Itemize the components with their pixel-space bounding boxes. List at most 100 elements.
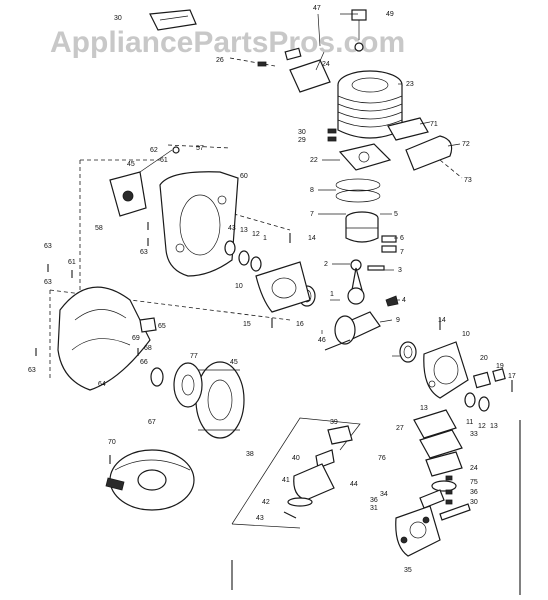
leader-lines (315, 13, 461, 357)
callout-73: 73 (464, 177, 472, 184)
bearing-18 (399, 341, 417, 363)
reed-plate-27-33 (413, 409, 463, 459)
callout-14: 14 (308, 235, 316, 242)
callout-57: 57 (196, 145, 204, 152)
carburetor-35 (395, 505, 441, 557)
starter-assembly-67 (105, 449, 195, 511)
callout-70: 70 (108, 439, 116, 446)
callout-14b: 14 (438, 317, 446, 324)
muffler-bracket (149, 9, 197, 31)
callout-2: 2 (324, 261, 328, 268)
callout-15: 15 (243, 321, 251, 328)
callout-20: 20 (480, 355, 488, 362)
callout-16: 16 (296, 321, 304, 328)
callout-61b: 61 (68, 259, 76, 266)
callout-12: 12 (478, 423, 486, 430)
exhaust-71-72 (387, 117, 463, 179)
callout-67: 67 (148, 419, 156, 426)
callout-34: 34 (380, 491, 388, 498)
callout-63: 63 (140, 249, 148, 256)
callout-24b: 24 (470, 465, 478, 472)
callout-49: 49 (386, 11, 394, 18)
callout-35: 35 (404, 567, 412, 574)
callout-69: 69 (132, 335, 140, 342)
callout-60: 60 (240, 173, 248, 180)
fan-housing-64 (57, 286, 151, 391)
callout-63c: 63 (44, 279, 52, 286)
screws-14-15 (271, 233, 291, 328)
callout-13: 13 (420, 405, 428, 412)
watermark-text: AppliancePartsPros.com (50, 26, 405, 59)
filter-assembly-38 (231, 417, 361, 529)
callout-44: 44 (350, 481, 358, 488)
callout-27: 27 (396, 425, 404, 432)
callout-38: 38 (246, 451, 254, 458)
callout-3: 3 (398, 267, 402, 274)
callout-19: 19 (496, 363, 504, 370)
callout-46: 46 (318, 337, 326, 344)
gasket-24 (284, 47, 331, 93)
callout-labels: 30 26 47 49 24 23 30 29 71 72 22 73 8 7 … (28, 5, 516, 574)
callout-64: 64 (98, 381, 106, 388)
callout-63b: 63 (44, 243, 52, 250)
callout-40: 40 (292, 455, 300, 462)
callout-23: 23 (406, 81, 414, 88)
callout-26: 26 (216, 57, 224, 64)
screw-26 (229, 57, 276, 67)
callout-39: 39 (330, 419, 338, 426)
callout-24: 24 (322, 61, 330, 68)
right-edge-line (231, 420, 521, 595)
callout-9: 9 (396, 317, 400, 324)
housing-60 (159, 171, 239, 277)
sleeves-43-13-12 (224, 240, 262, 272)
gasket-22 (338, 143, 392, 171)
callout-10: 10 (235, 283, 243, 290)
callout-47: 47 (313, 5, 321, 12)
spark-plug-top (351, 9, 367, 52)
callout-66: 66 (140, 359, 148, 366)
callout-45b: 45 (230, 359, 238, 366)
callout-42: 42 (262, 499, 270, 506)
callout-65: 65 (158, 323, 166, 330)
callout-1: 1 (330, 291, 334, 298)
dashed-guide-lines (49, 144, 291, 380)
callout-68: 68 (144, 345, 152, 352)
callout-11: 11 (466, 419, 473, 426)
callout-30c: 30 (470, 499, 478, 506)
callout-75: 75 (470, 479, 478, 486)
cylinder-23 (337, 70, 403, 139)
screws-29-30 (327, 128, 337, 142)
callout-6: 6 (400, 235, 404, 242)
screws-small-left (35, 222, 149, 464)
seal-parts-11-12-13 (439, 318, 513, 412)
callout-45: 45 (127, 161, 135, 168)
callout-30: 30 (114, 15, 122, 22)
spring-66 (150, 367, 164, 387)
wrist-pin-6 (381, 235, 397, 253)
callout-43b: 43 (228, 225, 236, 232)
piston-rings-8 (335, 178, 381, 203)
callout-1b: 1 (263, 235, 267, 242)
callout-63d: 63 (28, 367, 36, 374)
callout-61: 61 (160, 157, 168, 164)
carburetor-parts-24-75-34 (419, 451, 463, 509)
callout-7b: 7 (400, 249, 404, 256)
callout-5: 5 (394, 211, 398, 218)
callout-29: 29 (298, 137, 306, 144)
callout-71: 71 (430, 121, 438, 128)
callout-22: 22 (310, 157, 318, 164)
callout-36b: 36 (370, 497, 378, 504)
callout-13c: 13 (240, 227, 248, 234)
ignition-module (109, 146, 180, 217)
callout-10b: 10 (462, 331, 470, 338)
callout-7: 7 (310, 211, 314, 218)
callout-30b: 30 (298, 129, 306, 136)
callout-41: 41 (282, 477, 290, 484)
callout-4: 4 (402, 297, 406, 304)
callout-43: 43 (256, 515, 264, 522)
callout-13b: 13 (490, 423, 498, 430)
callout-17: 17 (508, 373, 516, 380)
crankcase-10 (255, 261, 311, 313)
callout-58: 58 (95, 225, 103, 232)
connecting-rod-2 (347, 259, 385, 305)
